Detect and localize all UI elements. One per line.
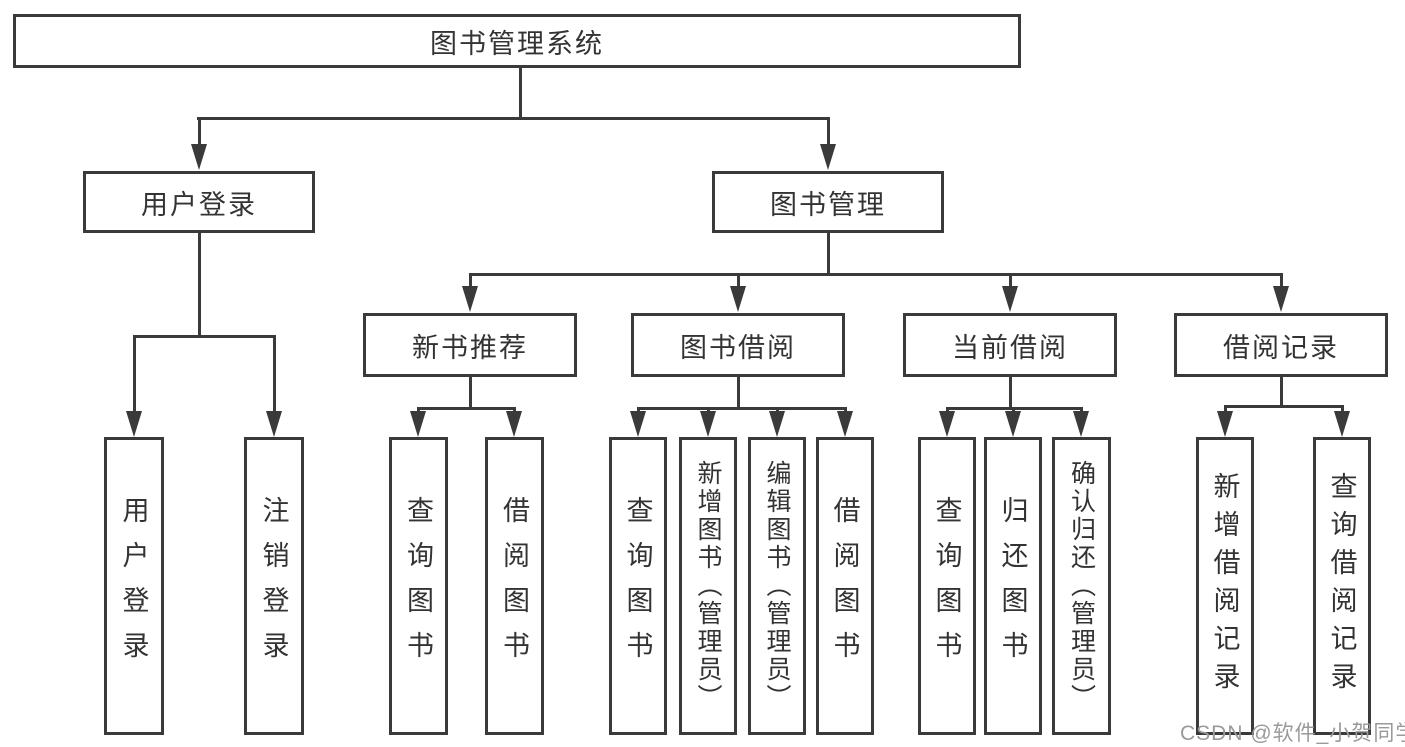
connector-hline	[417, 407, 516, 410]
leaf-add-book-admin-label: 新增图书（管理员）	[694, 460, 722, 712]
connector-vline	[1224, 405, 1227, 415]
connector-vline	[737, 377, 740, 410]
connector-hline	[1224, 405, 1343, 408]
csdn-watermark: CSDN @软件_小贺同学	[1180, 722, 1405, 745]
leaf-logout-label: 注销登录	[258, 496, 289, 676]
arrowhead-icon	[820, 144, 836, 170]
leaf-query-books-borrow: 查询图书	[609, 437, 667, 735]
connector-hline	[197, 117, 829, 120]
arrowhead-icon	[630, 411, 646, 437]
node-user-login: 用户登录	[83, 171, 315, 233]
connector-vline	[1009, 273, 1012, 289]
connector-vline	[1280, 377, 1283, 408]
arrowhead-icon	[1005, 411, 1021, 437]
connector-vline	[737, 273, 740, 289]
arrowhead-icon	[769, 411, 785, 437]
connector-vline	[827, 117, 830, 147]
leaf-borrow-books-borrow: 借阅图书	[816, 437, 874, 735]
arrowhead-icon	[410, 411, 426, 437]
arrowhead-icon	[506, 411, 522, 437]
node-current-borrow-label: 当前借阅	[952, 332, 1068, 363]
node-current-borrow: 当前借阅	[903, 313, 1117, 377]
leaf-user-login: 用户登录	[104, 437, 164, 735]
leaf-query-books-current-label: 查询图书	[931, 496, 962, 676]
leaf-return-book-label: 归还图书	[997, 496, 1028, 676]
leaf-confirm-return-admin: 确认归还（管理员）	[1052, 437, 1111, 735]
arrowhead-icon	[1217, 411, 1233, 437]
connector-vline	[827, 233, 830, 275]
connector-vline	[1341, 405, 1344, 415]
arrowhead-icon	[1334, 411, 1350, 437]
leaf-return-book: 归还图书	[984, 437, 1042, 735]
leaf-query-borrow-record-label: 查询借阅记录	[1326, 472, 1357, 700]
node-root-label: 图书管理系统	[430, 28, 604, 59]
arrowhead-icon	[191, 144, 207, 170]
node-book-management: 图书管理	[712, 171, 944, 233]
connector-hline	[637, 407, 846, 410]
arrowhead-icon	[837, 411, 853, 437]
node-book-borrow: 图书借阅	[631, 313, 845, 377]
node-borrow-records-label: 借阅记录	[1223, 332, 1339, 363]
node-borrow-records: 借阅记录	[1174, 313, 1388, 377]
leaf-query-books-recommend: 查询图书	[389, 437, 448, 735]
node-root: 图书管理系统	[13, 14, 1021, 68]
leaf-edit-book-admin-label: 编辑图书（管理员）	[763, 460, 791, 712]
arrowhead-icon	[1002, 286, 1018, 312]
node-new-book-recommend: 新书推荐	[363, 313, 577, 377]
arrowhead-icon	[939, 411, 955, 437]
connector-vline	[198, 233, 201, 338]
leaf-query-books-recommend-label: 查询图书	[403, 496, 433, 676]
arrowhead-icon	[126, 411, 142, 437]
connector-vline	[469, 377, 472, 410]
leaf-add-book-admin: 新增图书（管理员）	[679, 437, 737, 735]
connector-vline	[198, 117, 201, 147]
arrowhead-icon	[462, 286, 478, 312]
node-user-login-label: 用户登录	[141, 189, 257, 220]
leaf-query-books-borrow-label: 查询图书	[622, 496, 653, 676]
arrowhead-icon	[1273, 286, 1289, 312]
arrowhead-icon	[730, 286, 746, 312]
leaf-logout: 注销登录	[244, 437, 304, 735]
leaf-borrow-books-recommend-label: 借阅图书	[499, 496, 529, 676]
connector-vline	[1009, 377, 1012, 410]
leaf-edit-book-admin: 编辑图书（管理员）	[748, 437, 806, 735]
node-new-book-recommend-label: 新书推荐	[412, 332, 528, 363]
connector-vline	[133, 335, 136, 413]
leaf-user-login-label: 用户登录	[118, 496, 149, 676]
connector-vline	[469, 273, 472, 289]
arrowhead-icon	[266, 411, 282, 437]
connector-vline	[273, 335, 276, 413]
arrowhead-icon	[700, 411, 716, 437]
leaf-add-borrow-record: 新增借阅记录	[1196, 437, 1254, 735]
arrowhead-icon	[1073, 411, 1089, 437]
connector-hline	[133, 335, 275, 338]
connector-vline	[519, 68, 522, 120]
leaf-query-borrow-record: 查询借阅记录	[1313, 437, 1371, 735]
leaf-borrow-books-borrow-label: 借阅图书	[829, 496, 860, 676]
leaf-confirm-return-admin-label: 确认归还（管理员）	[1067, 460, 1096, 712]
connector-hline	[469, 273, 1282, 276]
leaf-query-books-current: 查询图书	[918, 437, 976, 735]
connector-vline	[1280, 273, 1283, 289]
node-book-management-label: 图书管理	[770, 189, 886, 220]
leaf-borrow-books-recommend: 借阅图书	[485, 437, 544, 735]
node-book-borrow-label: 图书借阅	[680, 332, 796, 363]
leaf-add-borrow-record-label: 新增借阅记录	[1209, 472, 1240, 700]
